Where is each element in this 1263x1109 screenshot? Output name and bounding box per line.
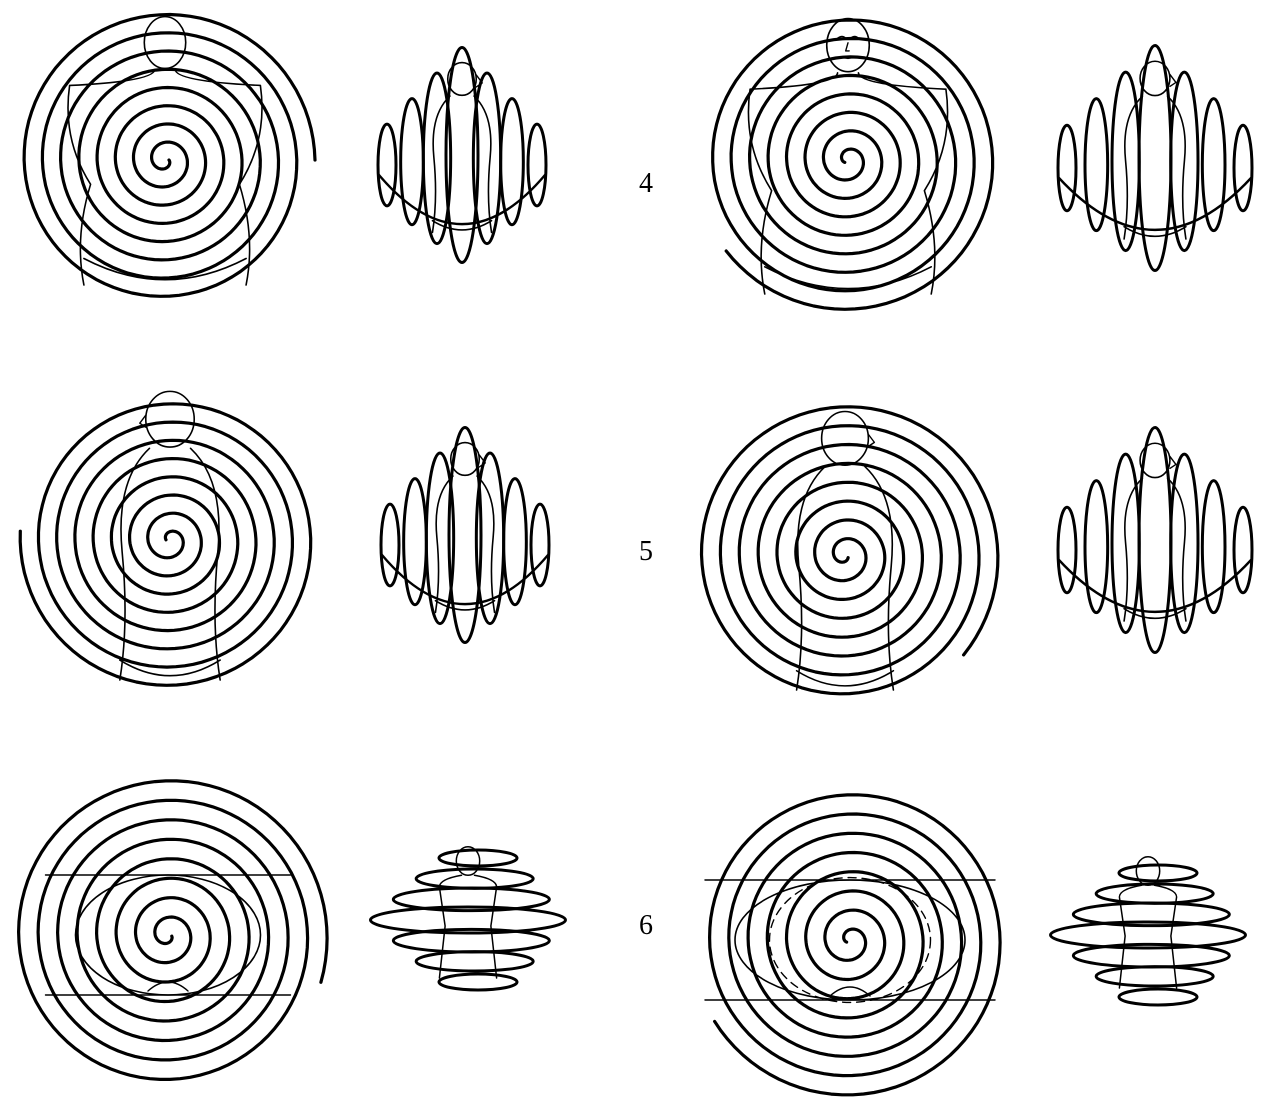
torso-outline bbox=[1124, 478, 1186, 621]
front-spiral bbox=[713, 20, 993, 309]
side-spiral-loop bbox=[1234, 125, 1252, 211]
side-spiral-loop bbox=[531, 504, 549, 586]
side-spiral-loop bbox=[1119, 989, 1197, 1005]
side-spiral-loop bbox=[528, 124, 546, 206]
body-top-outline bbox=[76, 875, 261, 995]
row-label-4: 4 bbox=[639, 170, 653, 198]
nose-detail bbox=[1170, 74, 1176, 86]
front-figure-1 bbox=[24, 15, 315, 297]
front-figure-6 bbox=[705, 795, 1000, 1095]
side-spiral-tail bbox=[382, 555, 548, 604]
side-spiral-loop bbox=[1058, 125, 1076, 211]
side-figure-4 bbox=[1058, 428, 1252, 653]
nose-detail bbox=[868, 434, 874, 446]
side-spiral-loop bbox=[1058, 507, 1076, 593]
side-spiral-loop bbox=[1096, 967, 1213, 986]
torso-outline bbox=[432, 96, 491, 232]
front-spiral bbox=[710, 795, 1001, 1095]
side-spiral-tail bbox=[1059, 560, 1251, 612]
front-spiral bbox=[24, 15, 315, 297]
side-spiral-loop bbox=[1234, 507, 1252, 593]
torso-outline bbox=[1124, 96, 1186, 239]
side-figure-2 bbox=[1058, 46, 1252, 271]
side-figure-3 bbox=[381, 428, 549, 643]
front-figure-4 bbox=[702, 407, 998, 694]
row-label-5: 5 bbox=[639, 538, 653, 566]
front-spiral bbox=[702, 407, 998, 694]
plane-lines bbox=[46, 875, 291, 995]
head-outline bbox=[822, 411, 869, 465]
front-figure-3 bbox=[20, 391, 311, 685]
head-outline bbox=[146, 391, 194, 447]
side-spiral-loop bbox=[439, 974, 517, 990]
front-figure-5 bbox=[19, 781, 328, 1080]
front-figure-2 bbox=[713, 19, 993, 310]
side-spiral-loop bbox=[1096, 884, 1213, 903]
side-spiral-tail bbox=[379, 175, 545, 224]
torso-outline bbox=[439, 875, 496, 978]
side-figure-5 bbox=[371, 847, 566, 990]
side-spiral-loop bbox=[381, 504, 399, 586]
side-spiral-loop bbox=[378, 124, 396, 206]
front-spiral bbox=[19, 781, 328, 1080]
side-figure-1 bbox=[378, 48, 546, 263]
side-spiral-loop bbox=[416, 952, 533, 971]
head-outline bbox=[144, 17, 185, 69]
side-figure-6 bbox=[1051, 857, 1246, 1005]
torso-outline bbox=[435, 476, 494, 612]
side-spiral-tail bbox=[1059, 178, 1251, 230]
torso-outline bbox=[1119, 885, 1176, 988]
row-label-6: 6 bbox=[639, 912, 653, 940]
nose-detail bbox=[1170, 456, 1176, 468]
